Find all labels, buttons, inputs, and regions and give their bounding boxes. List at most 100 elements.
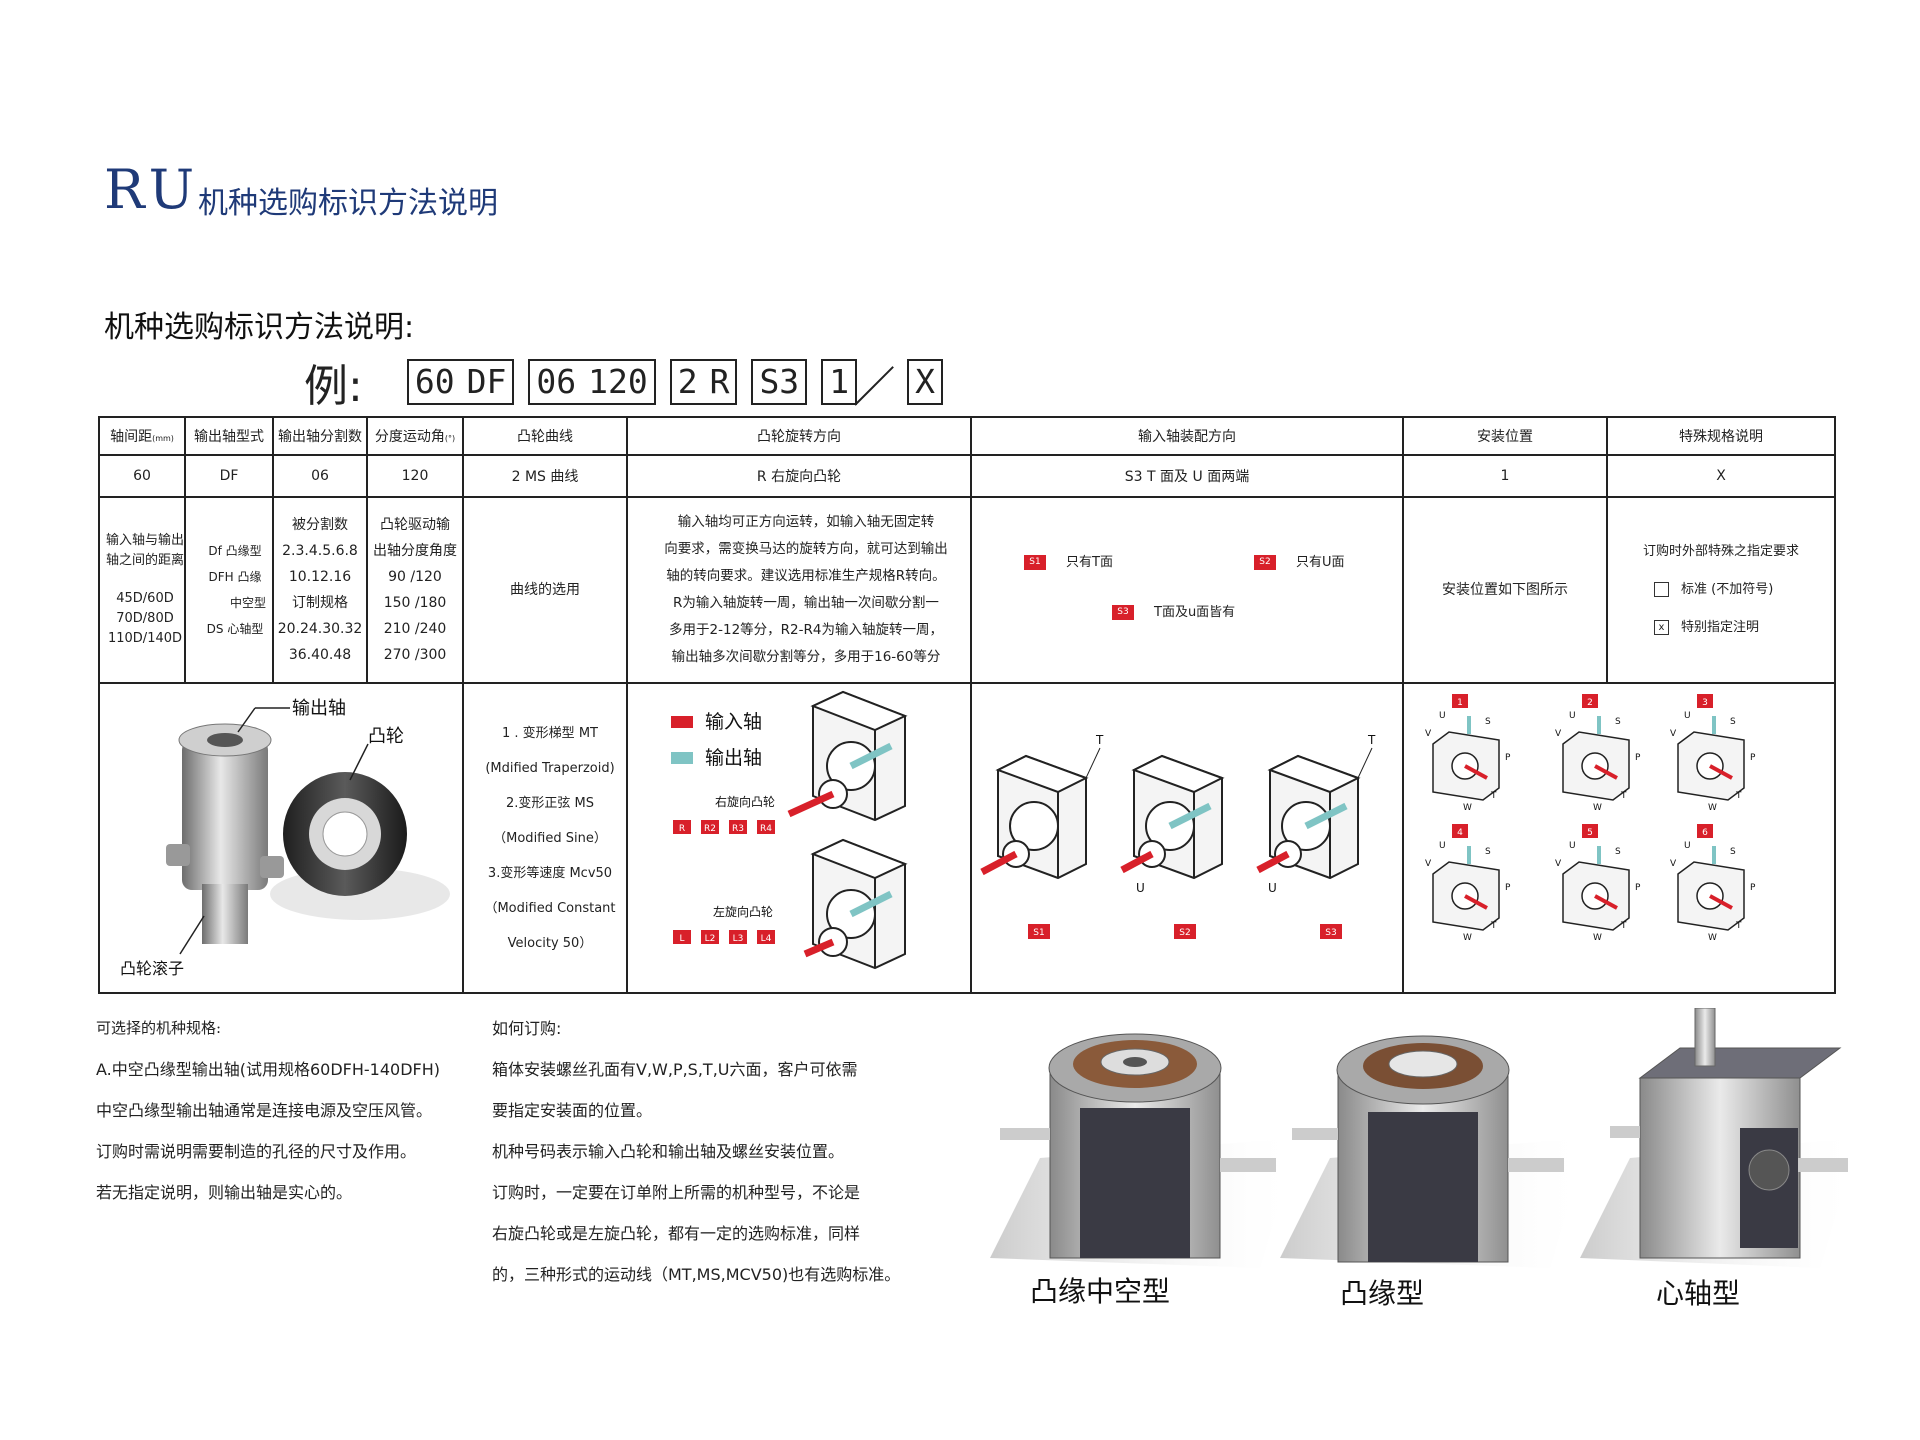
example-lead: 例: [304,361,363,412]
notes-left-line: 中空凸缘型输出轴通常是连接电源及空压风管。 [96,1101,433,1120]
rotation-diagram: 输入轴 输出轴 右旋向凸轮 R R2 R3 R4 [671,690,908,970]
svg-text:W: W [1593,933,1602,943]
notes-mid-line: 箱体安装螺丝孔面有V,W,P,S,T,U六面，客户可依需 [492,1060,858,1079]
svg-text:V: V [1555,859,1562,869]
right-rotation-codes: R R2 R3 R4 [673,820,775,834]
slash-divider [861,360,901,404]
notes-mid-line: 订购时，一定要在订单附上所需的机种型号，不论是 [492,1183,861,1202]
header-input-assembly: 输入轴装配方向 [970,416,1404,456]
svg-text:5: 5 [1587,828,1593,838]
svg-text:P: P [1635,753,1641,763]
cam-rotation-illustration: 输入轴 输出轴 右旋向凸轮 R R2 R3 R4 [626,682,972,994]
svg-text:T: T [1095,733,1104,747]
svg-text:U: U [1684,711,1691,721]
svg-text:U: U [1439,841,1446,851]
notes-mid-line: 机种号码表示输入凸轮和输出轴及螺丝安装位置。 [492,1142,845,1161]
page-title: 机种选购标识方法说明 [198,186,498,221]
svg-text:W: W [1463,803,1472,813]
output-shaft-body [182,740,268,890]
product-flange-photo [1280,1035,1590,1268]
legend-output-swatch [671,752,693,764]
legend-output-label: 输出轴 [705,747,762,769]
section-title: 机种选购标识方法说明: [104,310,415,345]
svg-text:2: 2 [1587,698,1593,708]
notes-left: 可选择的机种规格: A.中空凸缘型输出轴(试用规格60DFH-140DFH) 中… [96,1008,496,1213]
legend-input-swatch [671,716,693,728]
svg-text:W: W [1708,933,1717,943]
svg-text:R2: R2 [704,824,716,834]
product-caption-flange: 凸缘型 [1340,1277,1425,1310]
right-rotation-label: 右旋向凸轮 [715,794,775,809]
desc-cam-curve: 曲线的选用 [462,496,628,684]
standard-checkbox [1654,582,1669,597]
value-division: 06 [272,454,368,498]
svg-text:U: U [1439,711,1446,721]
svg-text:P: P [1750,883,1756,893]
code-s2-badge: S2 [1254,555,1276,570]
svg-text:T: T [1620,791,1627,801]
label-cam: 凸轮 [368,726,404,747]
label-output-shaft: 输出轴 [292,698,346,719]
svg-text:T: T [1367,733,1376,747]
header-cam-curve: 凸轮曲线 [462,416,628,456]
svg-text:U: U [1268,881,1277,895]
table-picture-row: 输出轴 凸轮 凸轮滚子 1 . 变形梯型 MT(Mdified Traperzo… [98,682,1836,994]
svg-text:V: V [1555,729,1562,739]
svg-text:6: 6 [1702,828,1708,838]
notes-mid-line: 右旋凸轮或是左旋凸轮，都有一定的选购标准，同样 [492,1224,861,1243]
product-shaft-photo [1580,1008,1860,1268]
assembly-code-s2: S2 [1179,928,1190,938]
product-caption-flange-hollow: 凸缘中空型 [1030,1275,1171,1308]
assembly-s2-gearbox-icon: U [1120,754,1225,895]
value-special: X [1606,454,1836,498]
brand-logo-text: RU [104,158,199,221]
svg-text:U: U [1569,711,1576,721]
svg-text:L: L [679,934,684,944]
label-cam-roller: 凸轮滚子 [120,959,184,978]
svg-text:S: S [1485,717,1491,727]
value-output-type: DF [184,454,274,498]
left-rotation-label: 左旋向凸轮 [713,904,773,919]
svg-text:P: P [1635,883,1641,893]
product-flange-hollow-photo [990,1033,1300,1268]
table-value-row: 60 DF 06 120 2 MS 曲线 R 右旋向凸轮 S3 T 面及 U 面… [98,454,1836,498]
code-box-assembly: S3 [751,359,808,405]
product-caption-shaft: 心轴型 [1656,1277,1741,1310]
notes-mid-line: 要指定安装面的位置。 [492,1101,653,1120]
desc-mounting: 安装位置如下图所示 [1402,496,1608,684]
svg-text:S: S [1730,847,1736,857]
assembly-code-s1: S1 [1033,928,1044,938]
svg-text:P: P [1750,753,1756,763]
product-photos [990,1008,1860,1268]
svg-text:V: V [1425,729,1432,739]
svg-text:V: V [1670,859,1677,869]
header-cam-rotation: 凸轮旋转方向 [626,416,972,456]
svg-text:V: V [1670,729,1677,739]
svg-text:R4: R4 [760,824,772,834]
svg-text:3: 3 [1702,698,1708,708]
svg-text:L3: L3 [733,934,744,944]
mounting-diagram: 1VUSTPW2VUSTPW3VUSTPW4VUSTPW5VUSTPW6VUST… [1425,694,1756,943]
svg-text:T: T [1735,791,1742,801]
header-output-type: 输出轴型式 [184,416,274,456]
svg-text:1: 1 [1457,698,1463,708]
cam-photo-illustration: 输出轴 凸轮 凸轮滚子 [120,698,450,978]
value-mounting: 1 [1402,454,1608,498]
notes-left-line: A.中空凸缘型输出轴(试用规格60DFH-140DFH) [96,1060,441,1079]
notes-left-line: 订购时需说明需要制造的孔径的尺寸及作用。 [96,1142,417,1161]
